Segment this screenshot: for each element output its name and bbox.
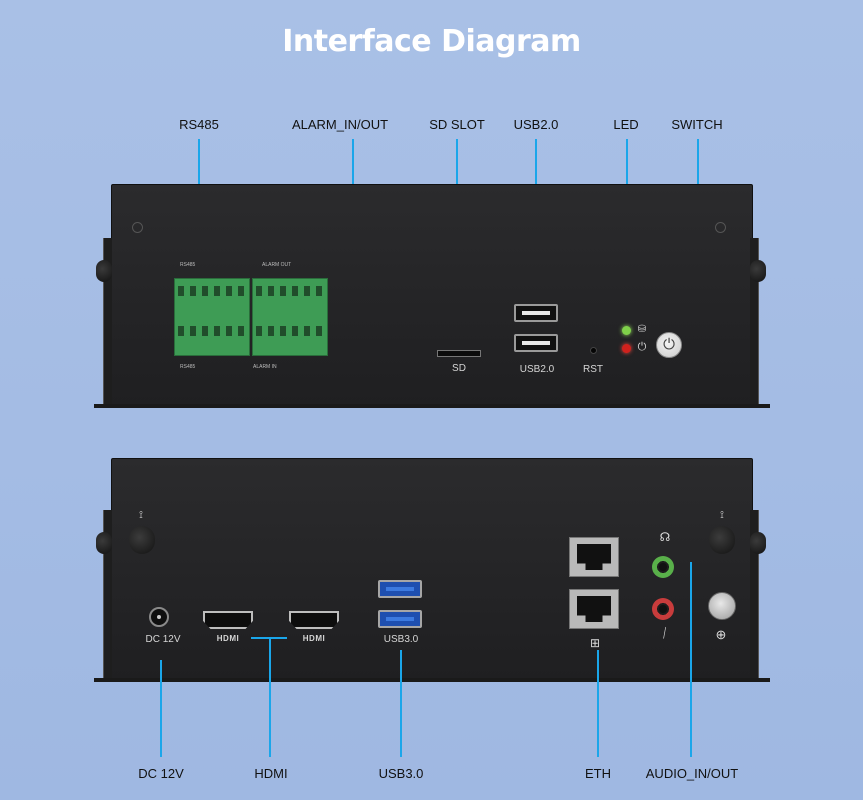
terminal-pin [238, 326, 244, 336]
power-icon: ⏻ [637, 341, 647, 353]
terminal-pin [226, 286, 232, 296]
antenna-connector-left[interactable] [129, 526, 155, 554]
terminal-block-left [174, 278, 250, 356]
usb30-port-1[interactable] [378, 580, 422, 598]
eth-port-1[interactable] [569, 537, 619, 577]
callout-hdmi: HDMI [254, 766, 288, 781]
headphone-icon: ☊ [659, 530, 671, 544]
hdmi-port-2[interactable] [289, 611, 339, 629]
terminal-pin [316, 286, 322, 296]
callout-switch: SWITCH [671, 117, 723, 132]
terminal-pin [292, 326, 298, 336]
page-title: Interface Diagram [282, 24, 581, 59]
callout-led: LED [613, 117, 639, 132]
terminal-pin [202, 286, 208, 296]
usb30-port-2[interactable] [378, 610, 422, 628]
line-audio [690, 562, 692, 757]
line-dc12v [160, 660, 162, 757]
rear-panel-body [111, 458, 753, 680]
rear-right-flange [750, 510, 759, 678]
terminal-pin [256, 326, 262, 336]
terminal-pin [280, 326, 286, 336]
terminal-pin [316, 326, 322, 336]
hdmi-label-2: HDMI [302, 634, 326, 643]
sd-label: SD [452, 363, 466, 374]
terminal-pin [304, 286, 310, 296]
usb20-port-2[interactable] [514, 334, 558, 352]
sd-slot[interactable] [437, 350, 481, 357]
front-right-knob [750, 260, 766, 282]
reset-button[interactable] [590, 347, 597, 354]
terminal-pin [178, 326, 184, 336]
front-right-flange [750, 238, 759, 404]
callout-alarm: ALARM_IN/OUT [291, 117, 389, 132]
callout-eth: ETH [585, 766, 611, 781]
terminal-pin [190, 286, 196, 296]
terminal-pin [292, 286, 298, 296]
terminal-pin [214, 326, 220, 336]
front-screw-right [715, 222, 726, 233]
callout-usb30: USB3.0 [378, 766, 424, 781]
antenna-icon: ⟟ [139, 510, 143, 521]
front-screw-left [132, 222, 143, 233]
led-red [622, 344, 631, 353]
network-icon: ⊞ [589, 636, 601, 650]
terminal-block-right [252, 278, 328, 356]
power-switch-button[interactable]: ⏻ [656, 332, 682, 358]
audio-in-jack[interactable] [652, 598, 674, 620]
terminal-pin [256, 286, 262, 296]
terminal-pin [214, 286, 220, 296]
rear-base-rail [94, 678, 770, 682]
antenna-icon: ⟟ [720, 510, 724, 521]
terminal-pin [190, 326, 196, 336]
dc-label: DC 12V [145, 634, 181, 645]
callout-usb20: USB2.0 [513, 117, 559, 132]
usb20-port-1[interactable] [514, 304, 558, 322]
callout-audio: AUDIO_IN/OUT [645, 766, 739, 781]
eth-port-2[interactable] [569, 589, 619, 629]
terminal-pin [280, 286, 286, 296]
power-icon: ⏻ [663, 336, 675, 353]
alarm-in-silk: ALARM IN [253, 364, 277, 370]
audio-out-jack[interactable] [652, 556, 674, 578]
terminal-pin [268, 286, 274, 296]
led-green [622, 326, 631, 335]
rear-right-knob [750, 532, 766, 554]
front-left-flange [103, 238, 112, 404]
alarm-out-silk: ALARM OUT [262, 262, 292, 268]
terminal-pin [226, 326, 232, 336]
hdd-icon: ⛁ [637, 324, 647, 335]
line-usb30 [400, 650, 402, 757]
rs485-bottom-silk: RS485 [180, 364, 196, 370]
terminal-pin [268, 326, 274, 336]
rear-left-flange [103, 510, 112, 678]
hdmi-port-1[interactable] [203, 611, 253, 629]
front-base-rail [94, 404, 770, 408]
ground-screw[interactable] [708, 592, 736, 620]
usb20-label: USB2.0 [519, 364, 555, 375]
terminal-pin [178, 286, 184, 296]
line-eth [597, 650, 599, 757]
dc-jack[interactable] [149, 607, 169, 627]
callout-rs485: RS485 [179, 117, 219, 132]
antenna-connector-right[interactable] [709, 526, 735, 554]
usb30-label: USB3.0 [383, 634, 419, 645]
rear-left-knob [96, 532, 112, 554]
ground-icon: ⊕ [715, 627, 727, 642]
terminal-pin [202, 326, 208, 336]
callout-sd-slot: SD SLOT [429, 117, 485, 132]
callout-dc12v: DC 12V [138, 766, 184, 781]
terminal-pin [238, 286, 244, 296]
line-hdmi [269, 637, 271, 757]
rst-label: RST [583, 364, 603, 375]
rs485-silk: RS485 [180, 262, 196, 268]
terminal-pin [304, 326, 310, 336]
hdmi-label-1: HDMI [216, 634, 240, 643]
front-left-knob [96, 260, 112, 282]
